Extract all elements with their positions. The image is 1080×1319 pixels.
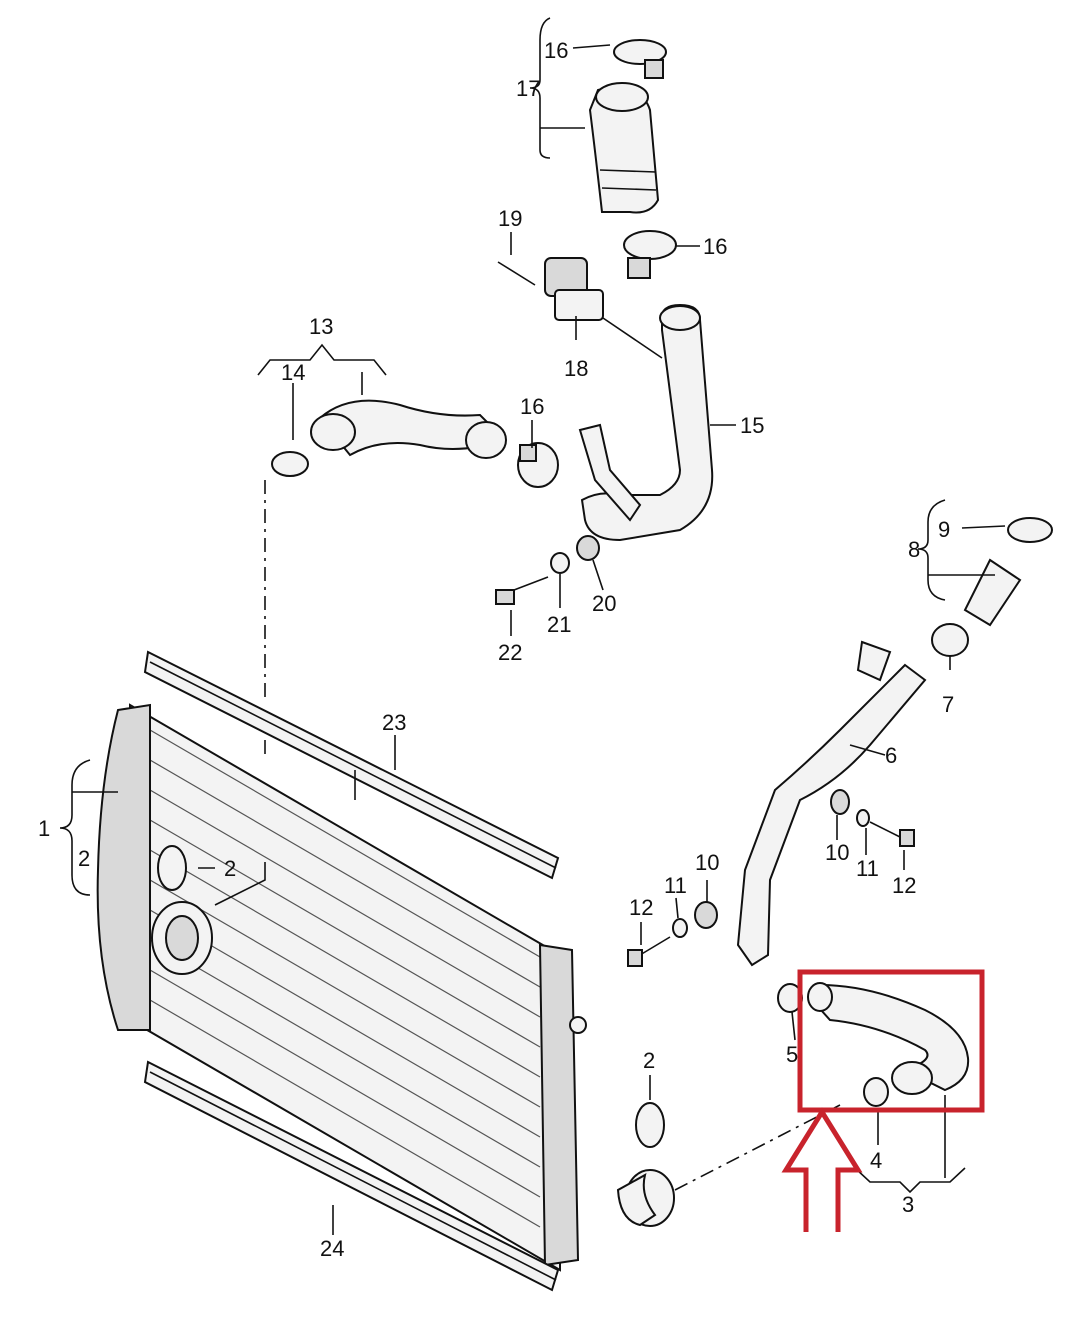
callout-23: 23 (382, 710, 406, 735)
o-ring-seal-left (157, 845, 187, 891)
callout-11-left: 11 (664, 873, 687, 898)
o-ring-4 (863, 1077, 889, 1107)
callout-12-left: 12 (629, 895, 653, 920)
callout-10-left: 10 (695, 850, 719, 875)
screw-19 (497, 261, 536, 286)
bush-10-left (694, 901, 718, 929)
charge-air-pipe (578, 303, 714, 542)
hose-clamp-16-left (517, 442, 559, 488)
hose-clamp-middle (623, 230, 677, 279)
callout-4: 4 (870, 1148, 882, 1173)
hose-clamp-7 (931, 623, 969, 657)
bush-10-right (830, 789, 850, 815)
left-hose (310, 399, 507, 459)
bush-20 (576, 535, 600, 561)
bolt-22 (495, 576, 549, 605)
intercooler-core (129, 703, 561, 1272)
assembly-axis-lines (264, 480, 841, 1191)
callout-8: 8 (908, 537, 920, 562)
highlighted-intercooler-hose (807, 982, 970, 1095)
callout-3: 3 (902, 1192, 914, 1217)
callout-16-top: 16 (544, 38, 568, 63)
bottom-rail (143, 1060, 560, 1292)
callout-22: 22 (498, 640, 522, 665)
washer-11-right (856, 809, 870, 827)
callout-10-right: 10 (825, 840, 849, 865)
callout-14: 14 (281, 360, 305, 385)
callout-16-middle: 16 (703, 234, 727, 259)
callout-5: 5 (786, 1042, 798, 1067)
callout-9: 9 (938, 517, 950, 542)
hose-clamp-9 (1007, 517, 1053, 543)
callout-13: 13 (309, 314, 333, 339)
highlight-arrow (781, 1107, 863, 1232)
left-outlet-pipe (151, 901, 213, 975)
callout-17: 17 (516, 76, 540, 101)
callout-18: 18 (564, 356, 588, 381)
callout-2-seal: 2 (224, 856, 236, 881)
callout-1: 1 (38, 816, 50, 841)
right-inlet-pipe (616, 1169, 675, 1227)
upper-hose (588, 82, 660, 214)
hose-8 (963, 558, 1022, 627)
leader-lines (59, 17, 1006, 1235)
callout-15: 15 (740, 413, 764, 438)
callout-16-left: 16 (520, 394, 544, 419)
callout-2-right: 2 (643, 1048, 655, 1073)
callout-24: 24 (320, 1236, 344, 1261)
right-charge-pipe (736, 640, 927, 967)
top-rail (143, 650, 560, 880)
hose-clamp-top (613, 39, 667, 79)
highlight-box (797, 969, 985, 1113)
callout-labels: 16 17 16 19 18 13 14 16 15 20 21 22 23 2… (38, 38, 954, 1261)
callout-21: 21 (547, 612, 571, 637)
washer-11-left (672, 918, 688, 938)
pressure-sensor (544, 257, 604, 321)
o-ring-seal-right (635, 1102, 665, 1148)
left-end-tank (96, 703, 151, 1031)
callout-7: 7 (942, 692, 954, 717)
callout-19: 19 (498, 206, 522, 231)
callout-20: 20 (592, 591, 616, 616)
callout-11-right: 11 (856, 856, 879, 881)
callout-12-right: 12 (892, 873, 916, 898)
bolt-12-right (869, 821, 915, 847)
right-end-tank (538, 943, 587, 1267)
callout-2-left: 2 (78, 846, 90, 871)
o-ring-14 (271, 451, 309, 477)
bolt-12-left (627, 936, 671, 967)
callout-6: 6 (885, 743, 897, 768)
washer-21 (550, 552, 570, 574)
